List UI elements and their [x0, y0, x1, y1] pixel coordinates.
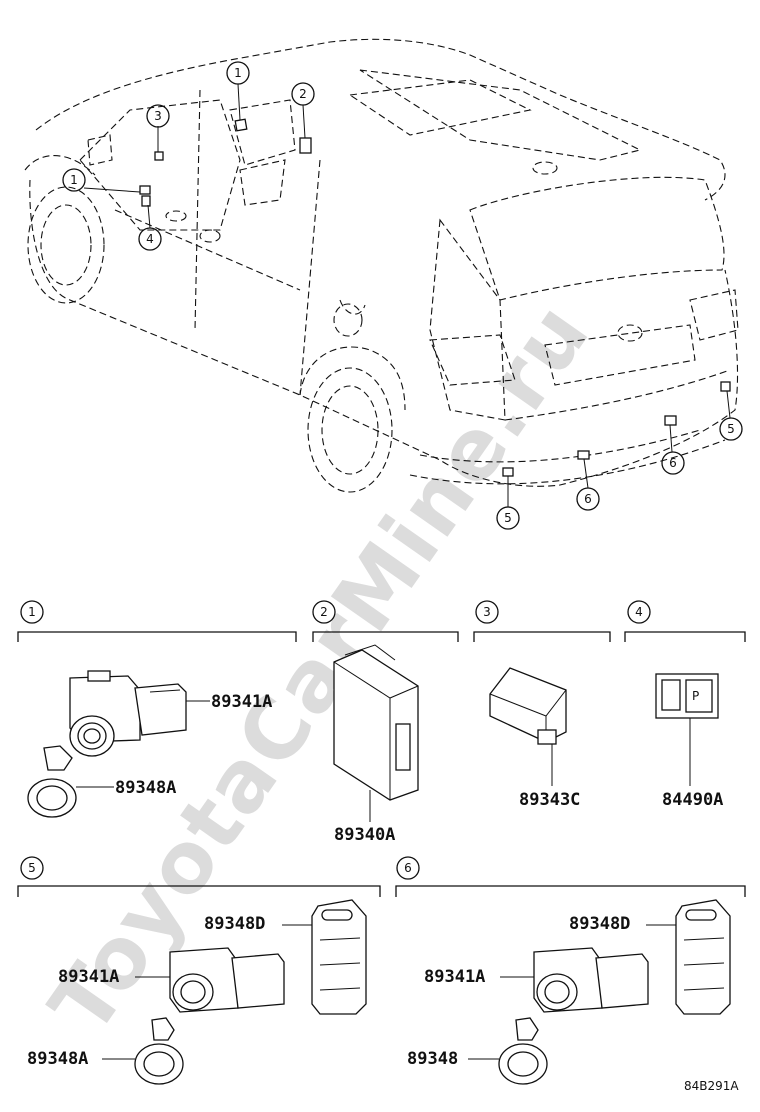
- vehicle-callout-2: 2: [291, 82, 315, 106]
- vehicle-callout-1b: 1: [62, 168, 86, 192]
- vehicle-outline: [24, 38, 739, 493]
- vehicle-callout-3: 3: [146, 104, 170, 128]
- vehicle-callout-5b: 5: [719, 417, 743, 441]
- parking-switch-drawing: P: [655, 673, 719, 719]
- group-header-1: 1: [17, 600, 297, 642]
- part-number-89348D: 89348D: [204, 914, 265, 934]
- computer-module-drawing: [333, 644, 419, 801]
- callout-label: 6: [669, 456, 677, 470]
- part-number-89348A: 89348A: [115, 778, 176, 798]
- group-header-6: 6: [395, 856, 746, 897]
- callout-label: 6: [584, 492, 592, 506]
- part-number-89343C: 89343C: [519, 790, 580, 810]
- group-number: 6: [404, 861, 412, 875]
- callout-label: 2: [299, 87, 307, 101]
- group-number: 3: [483, 605, 491, 619]
- callout-label: 1: [70, 173, 78, 187]
- callout-label: 5: [727, 422, 735, 436]
- vehicle-callout-4: 4: [138, 227, 162, 251]
- callout-label: 5: [504, 511, 512, 525]
- group-header-2: 2: [312, 600, 459, 642]
- sensor-holder-drawing-6: [675, 899, 731, 1015]
- vehicle-sensor-markers: [139, 118, 731, 477]
- ultrasonic-sensor-drawing-6: [533, 947, 649, 1013]
- part-number-84490A: 84490A: [662, 790, 723, 810]
- group-number: 4: [635, 605, 643, 619]
- sensor-holder-drawing-5: [311, 899, 367, 1015]
- vehicle-callout-1a: 1: [226, 61, 250, 85]
- callout-label: 3: [154, 109, 162, 123]
- part-number-89348A-g5: 89348A: [27, 1049, 88, 1069]
- part-number-89341A: 89341A: [211, 692, 272, 712]
- sensor-retainer-drawing-6: [498, 1017, 548, 1085]
- vehicle-callout-5a: 5: [496, 506, 520, 530]
- group-header-4: 4: [624, 600, 746, 642]
- ultrasonic-sensor-drawing: [69, 670, 187, 757]
- part-number-89348D-g6: 89348D: [569, 914, 630, 934]
- sensor-retainer-drawing: [27, 745, 77, 818]
- callout-label: 1: [234, 66, 242, 80]
- ultrasonic-sensor-drawing-5: [169, 947, 285, 1013]
- group-header-5: 5: [17, 856, 381, 897]
- part-number-89340A: 89340A: [334, 825, 395, 845]
- group-number: 2: [320, 605, 328, 619]
- switch-module-drawing: [489, 667, 567, 745]
- vehicle-callout-6a: 6: [576, 487, 600, 511]
- vehicle-callout-leaders: [83, 83, 731, 507]
- vehicle-callout-6b: 6: [661, 451, 685, 475]
- callout-label: 4: [146, 232, 154, 246]
- sensor-retainer-drawing-5: [134, 1017, 184, 1085]
- part-number-89348-g6: 89348: [407, 1049, 458, 1069]
- group-number: 1: [28, 605, 36, 619]
- group-header-3: 3: [473, 600, 611, 642]
- group-number: 5: [28, 861, 36, 875]
- part-number-89341A-g5: 89341A: [58, 967, 119, 987]
- part-number-89341A-g6: 89341A: [424, 967, 485, 987]
- diagram-code: 84B291A: [684, 1079, 739, 1093]
- switch-icon-glyph: P: [692, 689, 699, 703]
